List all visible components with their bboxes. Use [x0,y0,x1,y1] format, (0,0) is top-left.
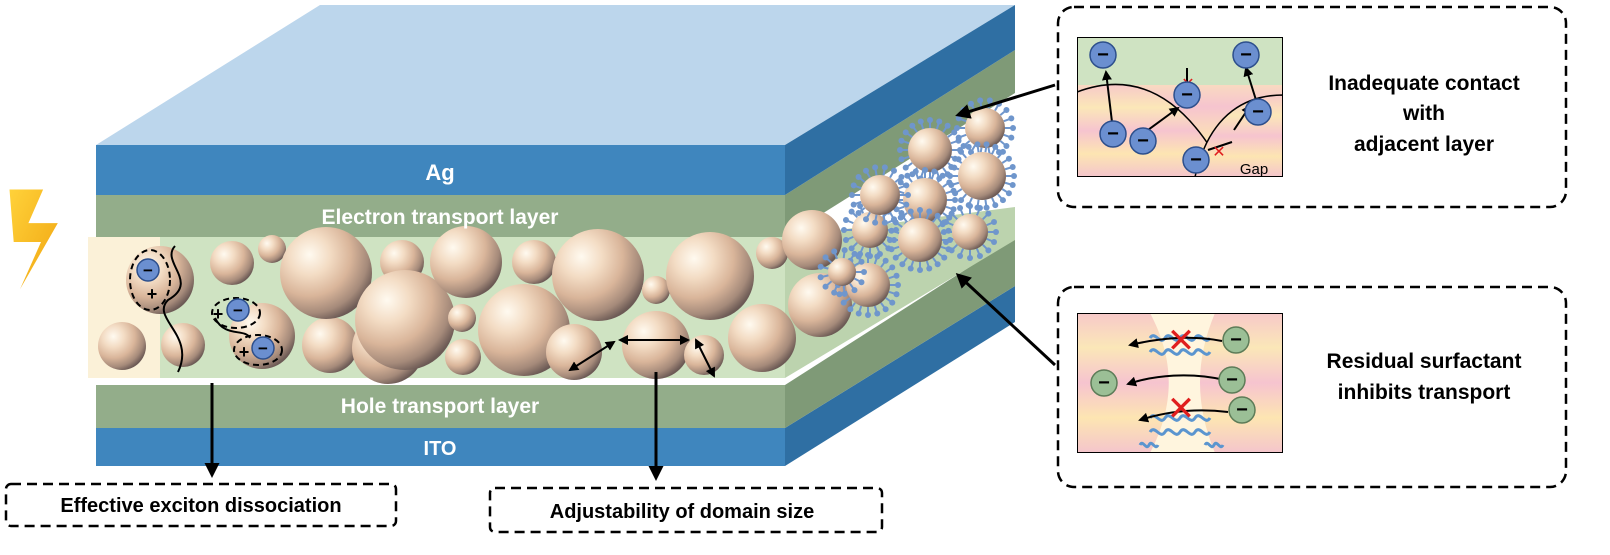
exciton-pair-outline [211,297,261,329]
sphere-domain-icon [161,323,205,367]
electron-icon: − [1244,98,1272,126]
electron-icon: − [1222,326,1250,354]
sphere-domain-icon [280,227,372,319]
sphere-domain-icon [756,237,788,269]
sphere-domain-icon [126,246,194,314]
ag-front [96,145,785,195]
sphere-domain-icon [512,240,556,284]
etl-label: Electron transport layer [322,206,559,229]
svg-text:−: − [1236,399,1248,421]
exciton-dissociation-label: Effective exciton dissociation [60,495,341,517]
electron-icon: − [1232,41,1260,69]
electron-icon: − [1090,369,1118,397]
sphere-domain-icon [302,317,358,373]
sphere-domain-icon [355,270,455,370]
ito-label: ITO [424,438,457,460]
electron-icon [136,258,160,282]
hole-icon: + [213,304,224,324]
electron-icon [251,336,275,360]
ag-top [96,5,1015,145]
red-x-icon: ✕ [1167,322,1196,360]
exciton-pair-outline [233,334,283,366]
etl-side [785,50,1015,237]
contact-text-line-1: Inadequate contact [1328,72,1519,95]
sphere-domain-icon [782,210,842,270]
gap-label: Gap [1240,161,1268,178]
svg-text:−: − [1098,372,1110,394]
domain-size-label: Adjustability of domain size [550,501,814,523]
ligand-capped-sphere-icon [849,164,911,226]
surfactant-text-line-2: inhibits transport [1338,381,1511,404]
surfactant-ligands [1138,334,1225,449]
contact-text-line-3: adjacent layer [1354,133,1494,156]
red-x-icon: ✕ [1167,390,1196,428]
svg-text:−: − [1240,44,1252,66]
sphere-domain-icon [430,226,502,298]
electron-icon: − [1173,81,1201,109]
electron-icon: − [1129,127,1157,155]
sphere-domain-icon [622,311,690,379]
electron-icon: − [1218,366,1246,394]
electron-icon: − [1099,120,1127,148]
svg-text:−: − [233,301,243,320]
pointer-arrows [204,83,1057,481]
sphere-domain-icon [448,304,476,332]
ito-side [785,286,1015,466]
svg-text:−: − [1181,84,1193,106]
svg-text:−: − [1097,44,1109,66]
sphere-domain-icon [258,235,286,263]
svg-text:−: − [143,261,153,280]
sphere-domain-icon [642,276,670,304]
surfactant-callout: ✕ ✕ − − − − Residual surfactant inhibits tr… [1056,285,1568,489]
surfactant-capped-nanoparticles [817,97,1017,318]
svg-text:−: − [1226,369,1238,391]
sphere-domain-icon [229,303,295,369]
sphere-domain-icon [666,232,754,320]
blocked-transport-arrows [1126,336,1229,423]
sphere-domain-icon [98,322,146,370]
electron-icon [226,298,250,322]
htl-front [96,385,785,428]
blocked-marks-surfactant: ✕ ✕ [1167,322,1196,428]
svg-text:−: − [1230,329,1242,351]
domain-size-arrows [568,335,715,378]
sphere-domain-icon [728,304,796,372]
svg-text:−: − [1137,130,1149,152]
sphere-domain-icon [210,241,254,285]
ito-front [96,428,785,466]
exciton-pairs: − + − + − + [129,249,283,366]
svg-text:−: − [1107,123,1119,145]
sphere-domain-icon [552,229,644,321]
ligand-capped-sphere-icon [941,203,999,261]
etl-front [96,195,785,237]
exciton-pair-outline [129,249,171,311]
ag-label: Ag [425,160,454,185]
ligand-capped-sphere-icon [817,247,867,297]
red-x-icon: ✕ [1212,144,1225,161]
ag-side [785,5,1015,195]
electron-icon: − [1089,41,1117,69]
svg-text:−: − [258,339,268,358]
lightning-icon [9,189,58,290]
hole-icon: + [147,284,158,304]
contact-callout: ✕ ✕ −−−−−−− Gap Inadequate contact with … [1056,5,1568,209]
sphere-domain-icon [546,324,602,380]
ligand-capped-sphere-icon [897,117,963,183]
electron-icon: − [1228,396,1256,424]
ligand-capped-sphere-icon [841,201,899,259]
svg-text:−: − [1252,101,1264,123]
contact-text-line-2: with [1402,102,1445,125]
hole-icon: + [239,342,250,362]
surfactant-text-line-1: Residual surfactant [1327,350,1522,373]
sphere-domain-icon [445,339,481,375]
htl-label: Hole transport layer [341,395,539,418]
domain-size-callout: Adjustability of domain size [488,486,884,534]
exciton-dissociation-callout: Effective exciton dissociation [4,482,398,528]
electron-icon: − [1182,146,1210,174]
svg-text:−: − [1190,149,1202,171]
